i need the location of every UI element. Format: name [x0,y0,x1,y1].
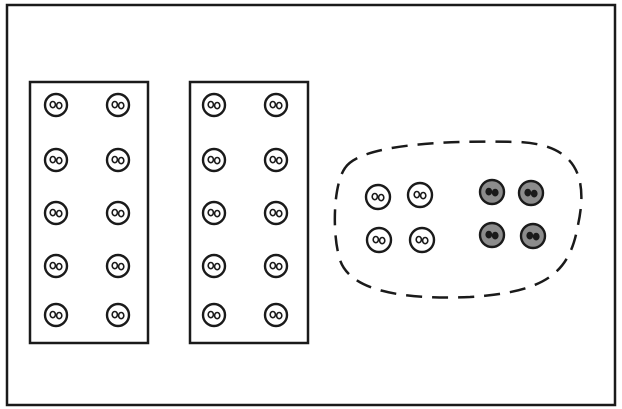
ten-frame-left-counter [45,255,67,277]
ten-frame-left-counter [107,94,129,116]
ten-frame-left-counter [45,149,67,171]
ten-frame-left-counter [107,149,129,171]
ten-frame-middle-counter [203,202,225,224]
ten-frame-left-counter [107,255,129,277]
loose-counters-group-counter [480,223,504,247]
ten-frame-middle-counter [203,304,225,326]
ten-frame-left-counter [45,94,67,116]
ten-frame-middle-counter [203,255,225,277]
ten-frame-middle-counter [265,255,287,277]
loose-counters-group-counter [366,185,390,209]
ten-frame-left-counter [107,304,129,326]
loose-counters-group-counter [367,228,391,252]
dashed-loop-border [335,142,582,298]
ten-frame-left-counter [107,202,129,224]
ten-frame-left-counter [45,202,67,224]
ten-frame-middle-counter [203,94,225,116]
ten-frame-middle-counter [265,149,287,171]
loose-counters-group-counter [410,228,434,252]
ten-frame-middle-counter [265,304,287,326]
loose-counters-group-counter [521,224,545,248]
ten-frame-left-counter [45,304,67,326]
page-frame [7,5,615,405]
ten-frame-middle-counter [203,149,225,171]
ten-frame-middle-counter [265,202,287,224]
loose-counters-group-counter [480,180,504,204]
loose-counters-group-counter [519,181,543,205]
ten-frame-middle-counter [265,94,287,116]
counters-layer [45,94,545,326]
loose-counters-group-counter [408,183,432,207]
